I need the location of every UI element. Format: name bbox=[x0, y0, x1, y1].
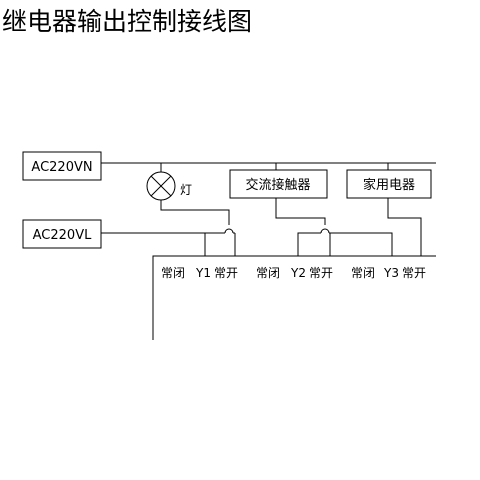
terminal-y2-no-label: 常开 bbox=[309, 266, 333, 280]
terminal-y2-id-label: Y2 bbox=[290, 266, 306, 280]
terminal-y1-nc-label: 常闭 bbox=[161, 266, 185, 280]
terminal-y2-nc-label: 常闭 bbox=[256, 266, 280, 280]
live-source-box bbox=[22, 219, 102, 249]
terminal-y3-nc-label: 常闭 bbox=[351, 266, 375, 280]
page-title: 继电器输出控制接线图 bbox=[2, 7, 252, 36]
appliance-wire-bottom bbox=[387, 198, 422, 256]
neutral-source-box bbox=[22, 151, 102, 181]
terminal-strip-frame bbox=[152, 255, 436, 340]
lamp-icon bbox=[146, 171, 176, 201]
appliance-label: 家用电器 bbox=[363, 177, 415, 193]
terminal-y3-no-label: 常开 bbox=[402, 266, 426, 280]
lamp-label: 灯 bbox=[180, 183, 192, 197]
appliance-box bbox=[346, 169, 432, 199]
contactor-label: 交流接触器 bbox=[245, 177, 310, 193]
terminal-y3-id-label: Y3 bbox=[383, 266, 399, 280]
contactor-box bbox=[229, 169, 328, 199]
contactor-wire-bottom bbox=[275, 198, 326, 225]
relay-y1 bbox=[204, 228, 236, 256]
live-source-label: AC220VL bbox=[33, 228, 92, 243]
terminal-y1-id-label: Y1 bbox=[195, 266, 211, 280]
lamp-wire-bottom bbox=[160, 200, 230, 225]
terminal-y1-no-label: 常开 bbox=[214, 266, 238, 280]
relay-y3 bbox=[329, 232, 393, 256]
relay-y2 bbox=[297, 228, 331, 256]
neutral-source-label: AC220VN bbox=[31, 160, 92, 175]
